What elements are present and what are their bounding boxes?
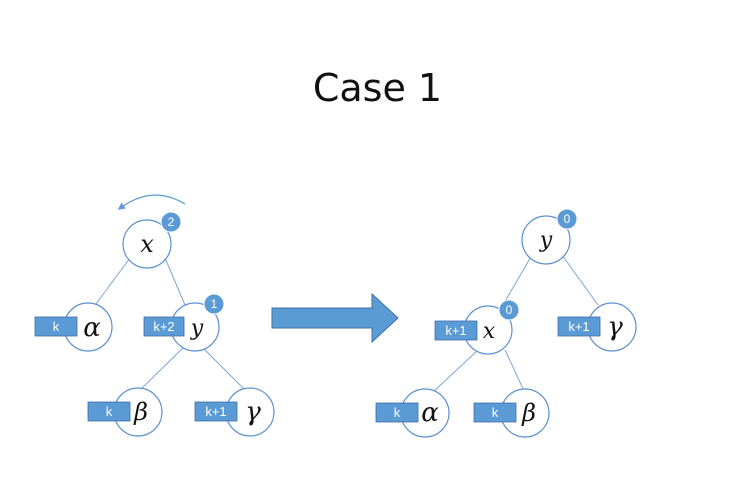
node-symbol: β [521,399,536,427]
height-box [473,402,517,423]
height-badge-label: 0 [564,212,571,226]
node-symbol: x [140,230,154,258]
height-box-label: k [394,405,401,420]
node-x-before: x 2 [122,211,182,269]
height-box-label: k+2 [153,319,174,334]
edge-y-beta [139,347,184,391]
node-circle [521,215,571,265]
node-beta-before: k β [87,387,163,437]
height-box [434,320,478,341]
node-alpha-after: k α [375,388,450,438]
height-box [143,316,185,337]
height-badge [203,293,225,315]
right-arrow-icon [271,292,399,344]
height-box [375,402,419,423]
node-y-before: k+2 y 1 [143,293,225,352]
edge-y-gamma [561,254,599,306]
rotate-arrow-icon [117,194,186,210]
height-box-label: k+1 [445,323,466,338]
height-badge [556,208,578,230]
node-gamma-before: k+1 γ [194,387,275,437]
node-symbol: α [83,313,101,343]
node-y-after: y 0 [521,208,578,265]
node-x-after: k+1 x 0 [434,299,520,355]
edge-y-gamma [202,347,246,391]
before-tree: x 2 k α k+2 y 1 [34,194,275,437]
edge-x-alpha [431,349,479,394]
node-symbol: β [133,398,148,426]
node-symbol: y [539,228,553,253]
height-badge-label: 0 [506,303,513,317]
node-symbol: y [190,316,204,341]
height-badge-label: 1 [211,297,218,311]
height-box-label: k [106,404,113,419]
height-box [557,316,601,337]
node-gamma-after: k+1 γ [557,302,637,352]
height-box [194,401,238,422]
height-badge [160,211,182,233]
node-symbol: α [421,398,439,428]
node-circle [122,219,172,269]
edge-x-beta [504,349,526,394]
node-symbol: x [483,319,496,344]
height-badge-label: 2 [168,215,175,229]
node-alpha-before: k α [34,302,113,352]
edge-x-alpha [95,257,131,305]
after-tree: y 0 k+1 x 0 k+1 γ [375,208,637,438]
height-badge [498,299,520,321]
height-box [87,401,131,422]
slide-title: Case 1 [312,66,443,110]
node-beta-after: k β [473,388,550,438]
node-symbol: γ [607,312,623,342]
height-box [34,316,78,337]
edge-x-y [164,257,186,306]
height-box-label: k+1 [205,404,226,419]
height-box-label: k [53,319,60,334]
height-box-label: k [492,405,499,420]
height-box-label: k+1 [568,319,589,334]
node-symbol: γ [245,397,261,427]
